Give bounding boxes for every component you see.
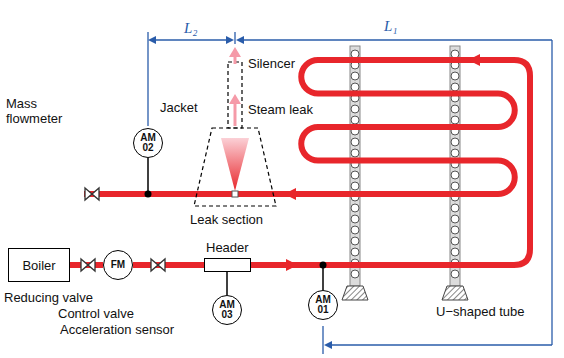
silencer-outline (228, 62, 242, 128)
pipe-connector (133, 265, 204, 266)
flow-arrow (468, 54, 480, 66)
sensor-tap (145, 191, 152, 198)
sensor-circle: AM 02 (133, 128, 163, 158)
connector-line (226, 272, 228, 295)
valve-symbol (85, 188, 99, 200)
jacket-outline (194, 128, 276, 206)
connector-line (133, 262, 204, 268)
part-label: Steam leak (248, 102, 313, 117)
tube-support (342, 46, 468, 300)
steam-arrow (234, 56, 237, 64)
valve-symbol (151, 259, 165, 271)
steam-arrow (229, 94, 241, 104)
steam-arrow (229, 47, 241, 57)
part-label: Reducing valve (4, 290, 93, 305)
sensor-circle: AM 01 (308, 290, 338, 320)
part-label: Leak section (190, 212, 263, 227)
part-label: U−shaped tube (436, 304, 525, 319)
steam-cone (221, 138, 249, 191)
header-label: Header (204, 240, 251, 255)
sensor-circle: AM 03 (212, 295, 242, 325)
valve-symbol (81, 259, 95, 271)
pipe-connector (227, 272, 228, 295)
flow-arrow (284, 188, 296, 200)
steam-arrow (234, 102, 237, 126)
steam-pipe (84, 60, 530, 265)
part-label: Silencer (248, 56, 295, 71)
flow-arrow (286, 259, 298, 271)
dimension-line (148, 32, 552, 354)
part-label: Control valve (58, 306, 134, 321)
sensor-label: AM 01 (312, 295, 334, 315)
dimension-arrow (148, 36, 332, 349)
sensor-lead (147, 158, 149, 194)
boiler-box: Boiler (8, 248, 70, 282)
sensor-label: AM 03 (216, 300, 238, 320)
box-label: Boiler (22, 258, 55, 273)
part-label: L₁ (384, 18, 398, 35)
header-box: Header (204, 240, 251, 272)
leak-point (232, 191, 238, 197)
part-label: L₂ (184, 20, 198, 37)
header-rect (204, 258, 251, 272)
sensor-lead (322, 265, 324, 290)
part-label: Jacket (160, 100, 198, 115)
flowmeter-circle: FM (103, 250, 133, 280)
part-label: Mass flowmeter (6, 96, 78, 126)
sensor-label: FM (107, 260, 129, 270)
sensor-tap (320, 262, 327, 269)
sensor-label: AM 02 (137, 133, 159, 153)
part-label: Acceleration sensor (60, 322, 174, 337)
